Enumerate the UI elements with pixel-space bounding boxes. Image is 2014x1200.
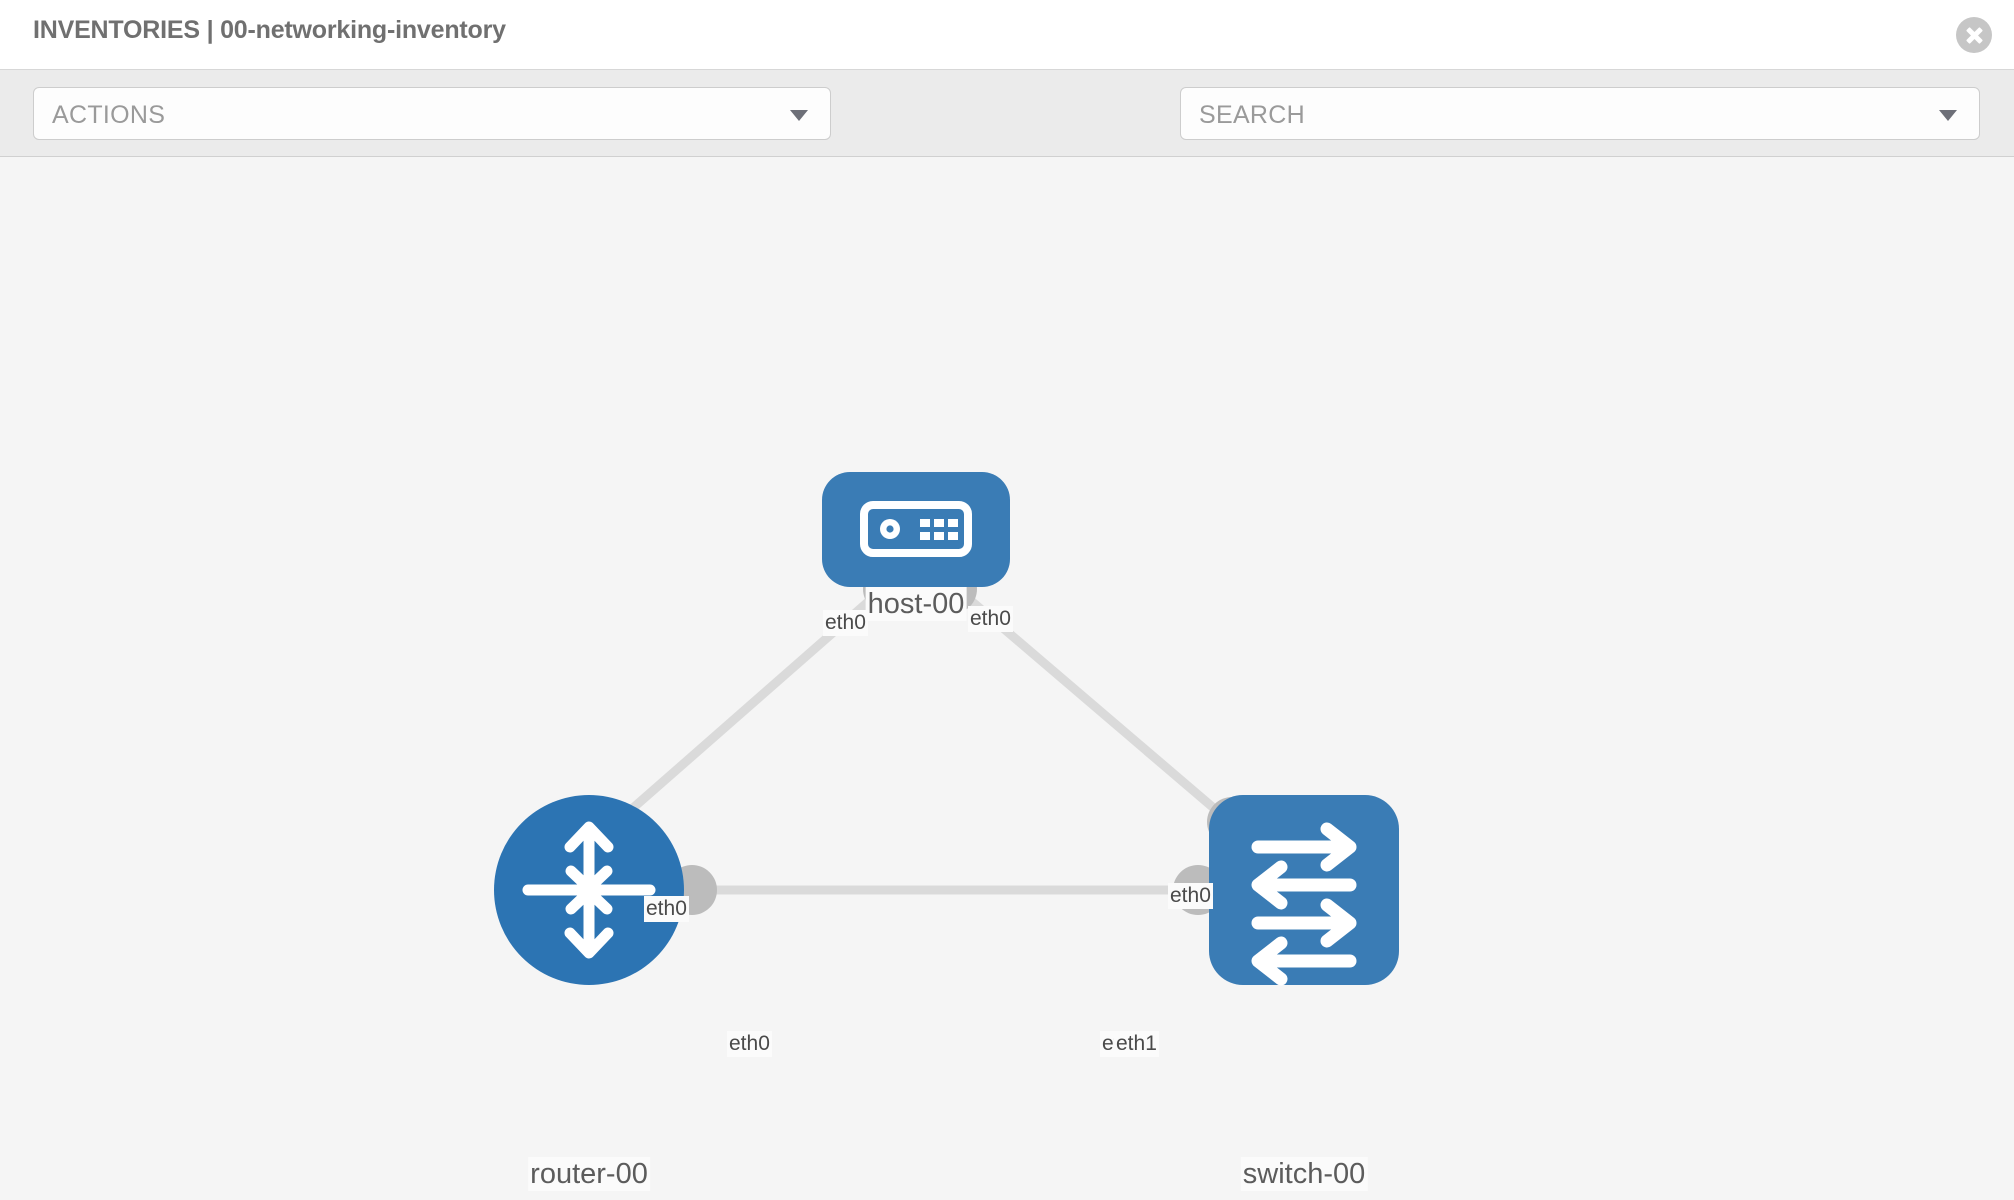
node-label-switch-00: switch-00 xyxy=(1240,1157,1368,1191)
iface-label-host-right: eth0 xyxy=(968,606,1013,632)
actions-dropdown-label: ACTIONS xyxy=(52,101,166,129)
iface-label-router-east: eth0 xyxy=(727,1031,772,1057)
node-label-host-00: host-00 xyxy=(865,587,967,621)
node-switch-00[interactable] xyxy=(1209,795,1399,986)
topology-graph[interactable] xyxy=(0,157,2014,1200)
switch-icon xyxy=(1251,822,1357,986)
chevron-down-icon xyxy=(1939,110,1957,121)
node-label-router-00: router-00 xyxy=(528,1157,650,1191)
search-input[interactable]: SEARCH xyxy=(1180,87,1980,140)
iface-label-router-north: eth0 xyxy=(644,896,689,922)
iface-label-host-left: eth0 xyxy=(823,610,868,636)
iface-label-switch-north: eth0 xyxy=(1168,883,1213,909)
topology-canvas[interactable]: eth0 eth0 eth0 eth0 eth0 eth0 eth1 host-… xyxy=(0,157,2014,1200)
node-router-00[interactable] xyxy=(494,795,684,985)
node-host-00[interactable] xyxy=(822,472,1010,587)
search-placeholder: SEARCH xyxy=(1199,101,1305,129)
server-icon xyxy=(860,501,972,557)
topology-links xyxy=(597,583,1233,895)
page-title: INVENTORIES | 00-networking-inventory xyxy=(33,16,506,44)
toolbar: ACTIONS SEARCH xyxy=(0,70,2014,193)
chevron-down-icon xyxy=(790,110,808,121)
actions-dropdown[interactable]: ACTIONS xyxy=(33,87,831,140)
page-header: INVENTORIES | 00-networking-inventory xyxy=(0,0,2014,70)
router-icon xyxy=(522,821,656,959)
iface-label-switch-west: eth1 xyxy=(1114,1031,1159,1057)
close-icon[interactable] xyxy=(1956,17,1992,53)
